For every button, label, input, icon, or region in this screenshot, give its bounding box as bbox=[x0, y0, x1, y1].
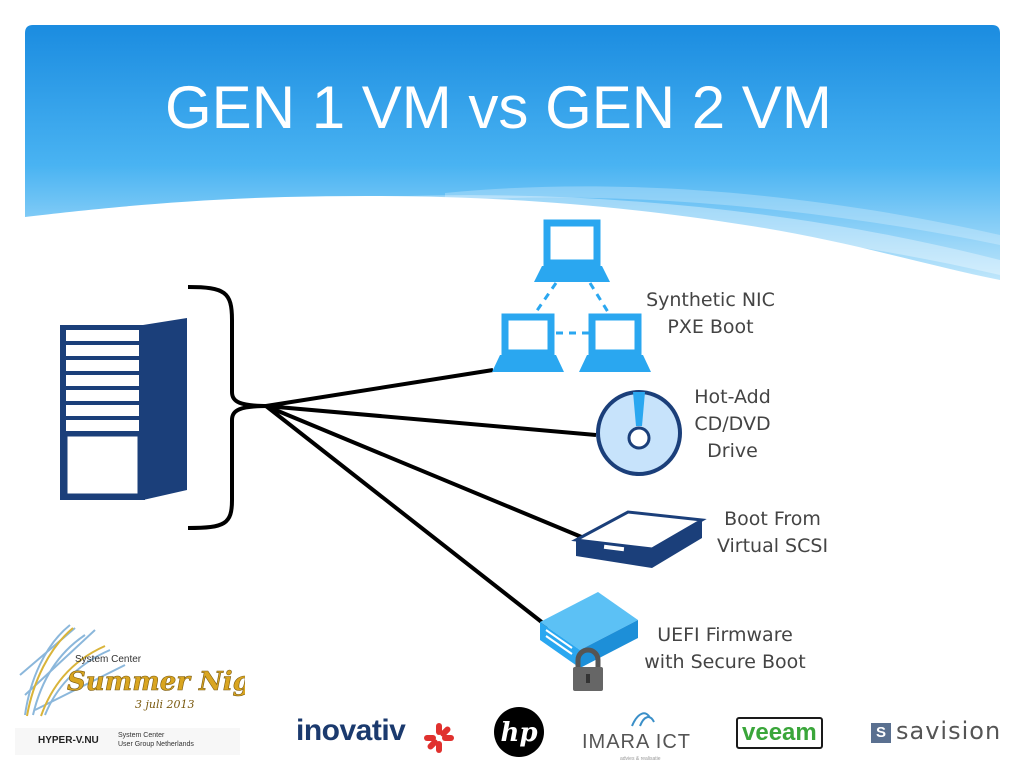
feature-label-line: Boot From bbox=[724, 508, 821, 530]
hyperv-logo: HYPER-V.NU bbox=[38, 735, 99, 746]
event-date: 3 juli 2013 bbox=[135, 698, 195, 711]
hp-logo-text: hp bbox=[500, 718, 537, 748]
event-line2: Summer Night bbox=[67, 667, 245, 697]
imara-logo-text: IMARA ICT bbox=[582, 731, 691, 753]
header-banner bbox=[25, 25, 1000, 280]
scug-line2: User Group Netherlands bbox=[118, 741, 194, 748]
server-tower-icon bbox=[60, 318, 187, 500]
feature-label-line: with Secure Boot bbox=[644, 651, 806, 673]
slide-title: GEN 1 VM vs GEN 2 VM bbox=[165, 74, 832, 141]
feature-label-line: CD/DVD bbox=[694, 413, 771, 435]
feature-label-scsi: Boot From Virtual SCSI bbox=[705, 506, 840, 560]
network-computers-icon bbox=[492, 219, 651, 372]
savision-s-icon: S bbox=[871, 723, 891, 743]
feature-label-line: Hot-Add bbox=[694, 386, 771, 408]
imara-tagline: advies & realisatie bbox=[620, 756, 661, 762]
feature-label-line: Synthetic NIC bbox=[646, 289, 775, 311]
scug-line1: System Center bbox=[118, 732, 165, 739]
inovativ-logo: inovativ bbox=[296, 714, 406, 747]
feature-label-line: Drive bbox=[707, 440, 758, 462]
optical-disc-icon bbox=[596, 390, 682, 476]
secure-server-icon bbox=[540, 592, 638, 691]
scsi-disk-icon bbox=[571, 510, 707, 568]
savision-logo: savision bbox=[896, 717, 1002, 745]
summer-night-logo: System Center Summer Night 3 juli 2013 bbox=[19, 624, 245, 717]
feature-label-dvd: Hot-Add CD/DVD Drive bbox=[680, 384, 785, 465]
feature-label-nic: Synthetic NIC PXE Boot bbox=[628, 287, 793, 341]
feature-label-line: Virtual SCSI bbox=[716, 535, 829, 557]
bracket-shape bbox=[187, 285, 269, 530]
connector-lines bbox=[264, 368, 597, 629]
veeam-logo: veeam bbox=[736, 717, 823, 749]
imara-logo: IMARA ICT advies & realisatie bbox=[582, 712, 691, 762]
feature-label-line: PXE Boot bbox=[667, 316, 754, 338]
feature-label-uefi: UEFI Firmware with Secure Boot bbox=[630, 622, 820, 676]
event-line1: System Center bbox=[75, 654, 142, 665]
sponsor-strip-left bbox=[15, 728, 240, 755]
scug-logo: System Center User Group Netherlands bbox=[118, 731, 194, 749]
padlock-icon bbox=[573, 647, 603, 691]
feature-label-line: UEFI Firmware bbox=[657, 624, 793, 646]
hp-logo: hp bbox=[494, 707, 544, 757]
inovativ-star-icon bbox=[424, 723, 454, 753]
veeam-logo-text: veeam bbox=[742, 719, 817, 746]
